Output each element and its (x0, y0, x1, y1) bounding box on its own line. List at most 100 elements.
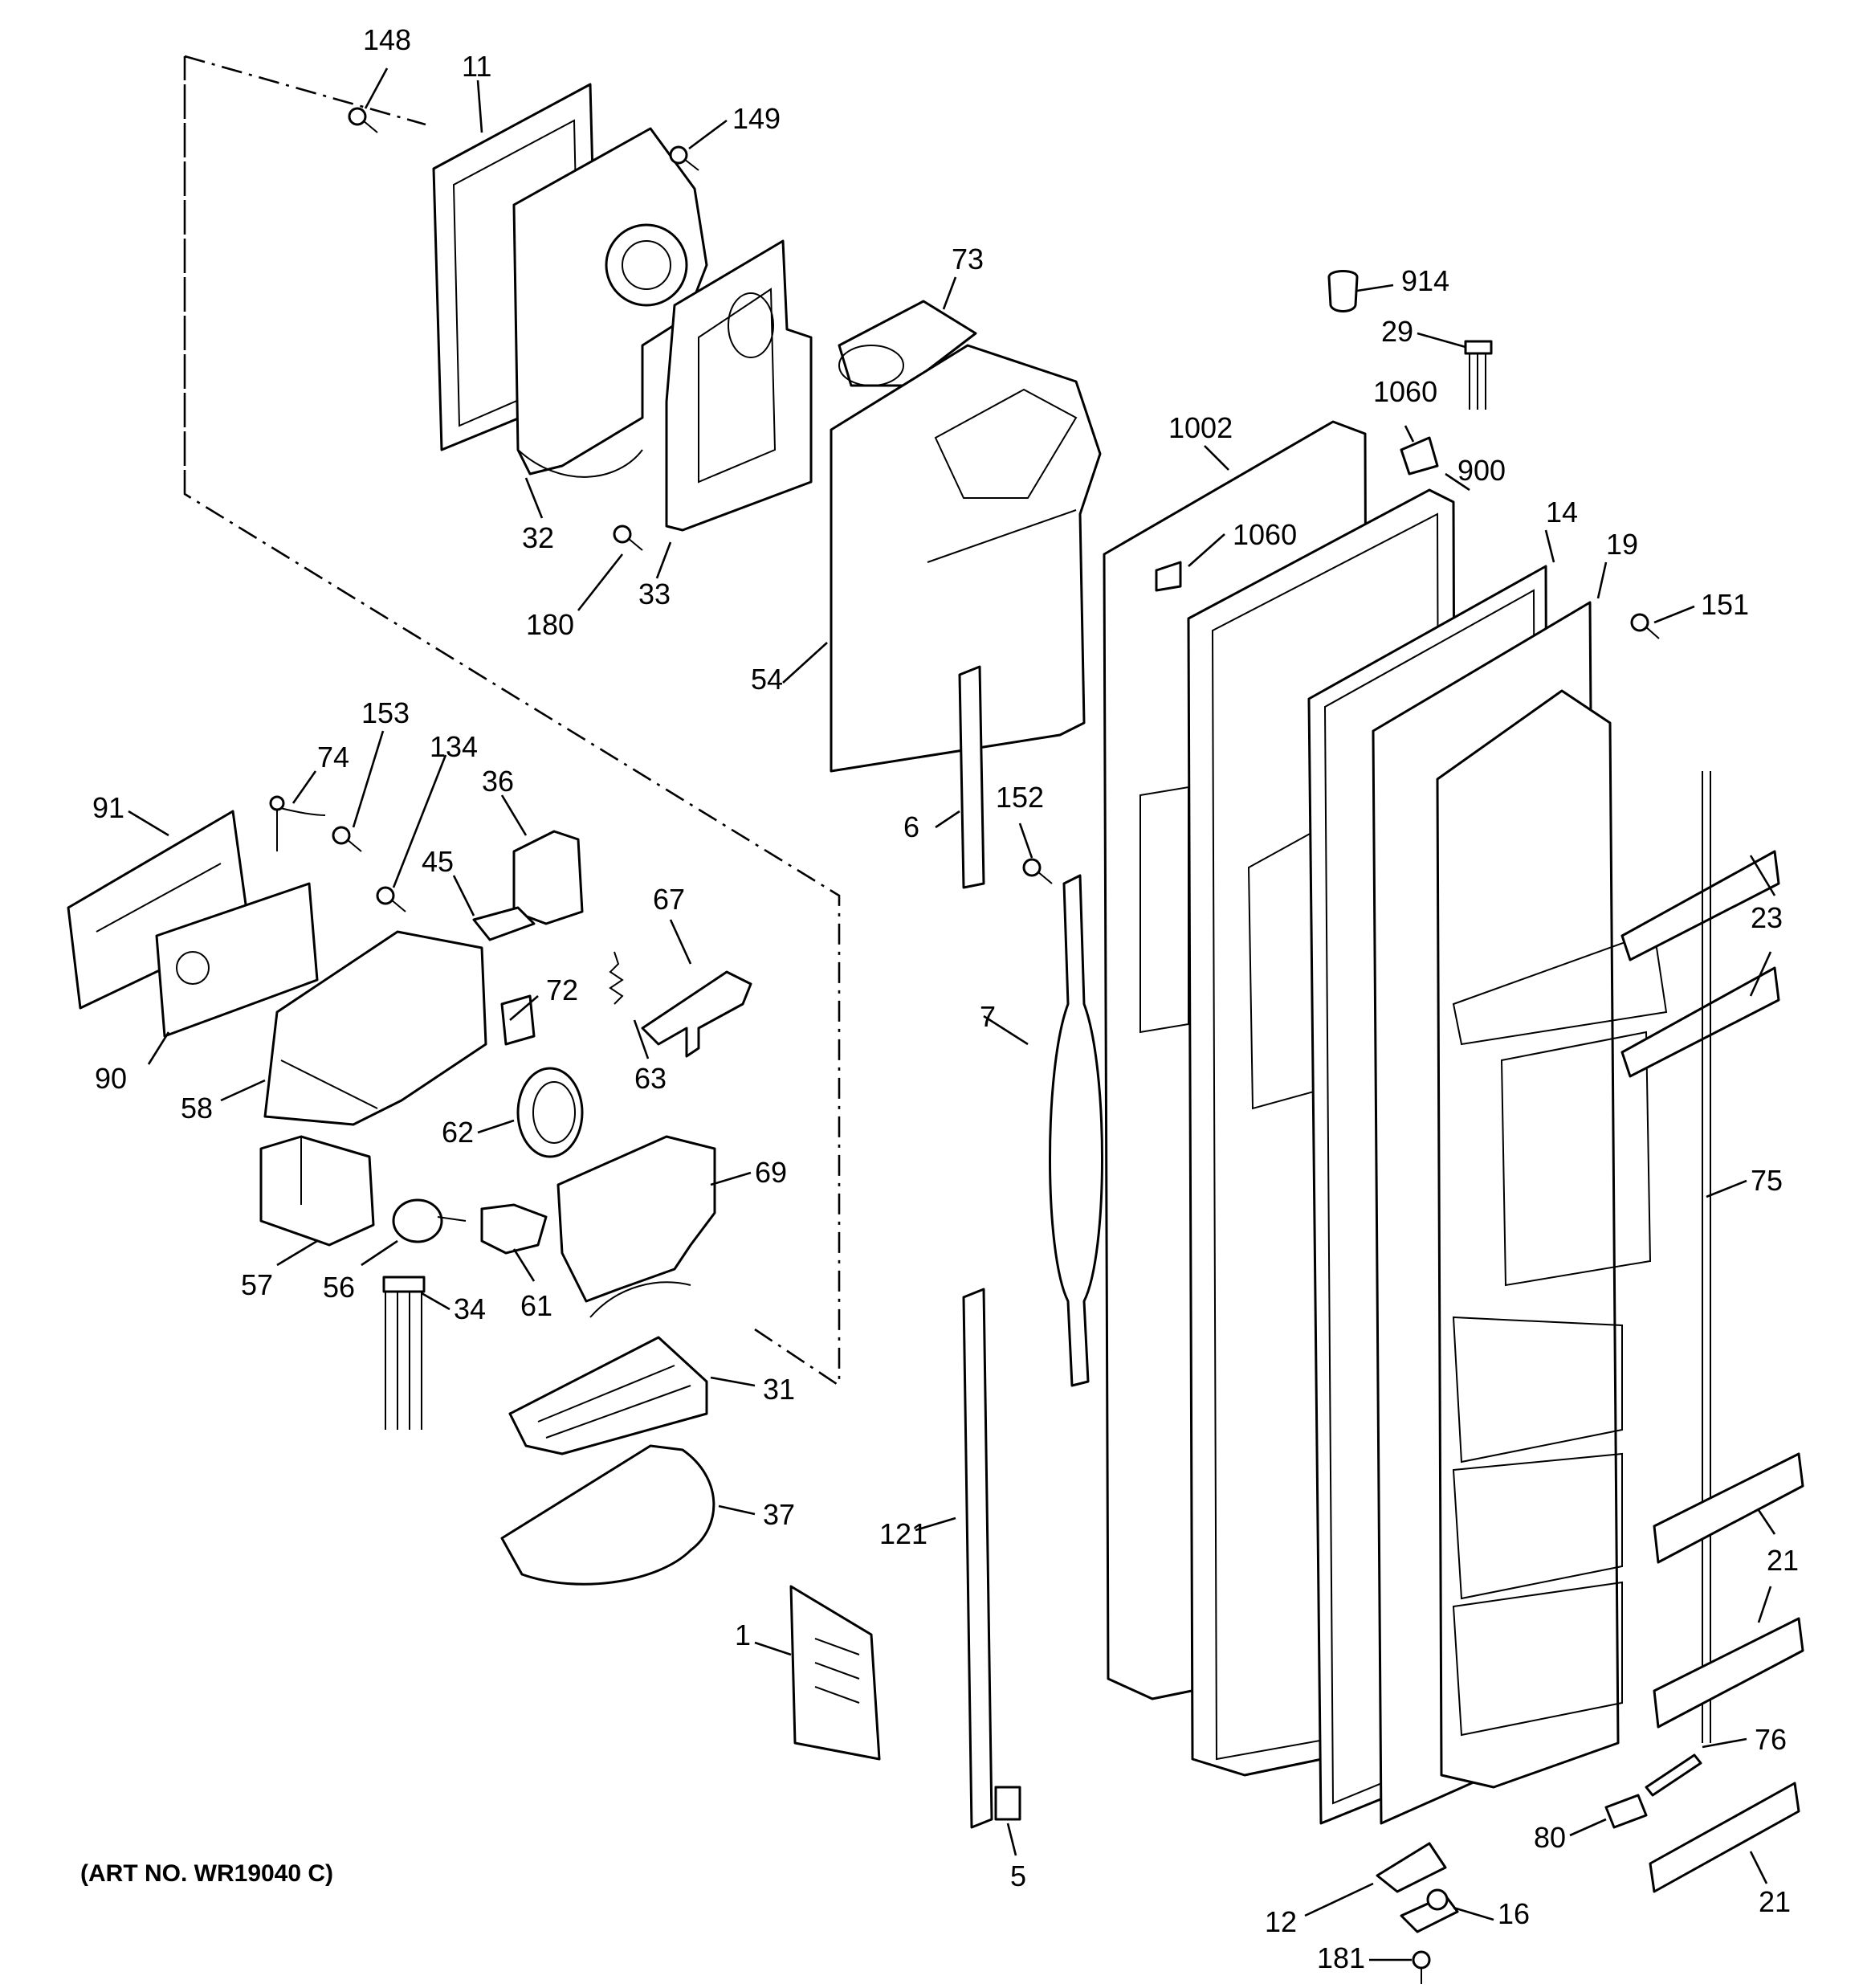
screw-181 (1412, 1950, 1431, 1984)
part-67-arm (641, 970, 752, 1058)
callout-63: 63 (634, 1062, 667, 1095)
part-69-funnel (556, 1135, 716, 1318)
part-34-harness (382, 1276, 426, 1430)
part-75-rod (1702, 771, 1711, 1743)
part-914-cap (1327, 270, 1359, 312)
callout-151: 151 (1701, 588, 1749, 621)
part-7-handle (1049, 874, 1103, 1387)
callout-62: 62 (442, 1116, 474, 1149)
part-56-bulb (392, 1198, 467, 1243)
part-5-clip (994, 1786, 1021, 1821)
screw-153 (332, 826, 362, 852)
callout-91: 91 (92, 791, 124, 824)
callout-57: 57 (241, 1268, 273, 1301)
part-57-box (259, 1135, 375, 1247)
dispenser-assembly-boundary (183, 55, 841, 1387)
callout-32: 32 (522, 521, 554, 554)
part-58-motor-housing (263, 930, 487, 1126)
part-6-trim (958, 665, 985, 889)
callout-181: 181 (1317, 1941, 1365, 1974)
part-1060-hinge-top (1400, 436, 1439, 476)
part-21-bin-a (1653, 1452, 1804, 1564)
part-90-board (155, 882, 319, 1038)
callout-1060-top: 1060 (1373, 375, 1437, 408)
callout-149: 149 (732, 102, 781, 135)
callout-19: 19 (1606, 528, 1638, 561)
callout-1: 1 (735, 1619, 751, 1651)
part-37-tray (500, 1444, 715, 1586)
part-23-shelf-bar-b (1620, 966, 1780, 1078)
part-29-harness (1464, 340, 1493, 410)
part-1060-block (1155, 561, 1182, 592)
leader-lines (128, 67, 1776, 1961)
callout-14: 14 (1546, 496, 1578, 529)
callout-900: 900 (1457, 454, 1506, 487)
callout-36: 36 (482, 765, 514, 798)
part-72-switch (500, 994, 536, 1046)
screw-152 (1022, 858, 1053, 884)
part-74-wire (269, 795, 326, 851)
callout-74: 74 (317, 741, 349, 774)
part-54-cover (830, 344, 1102, 773)
part-61-socket (480, 1203, 548, 1255)
part-32-housing (512, 127, 708, 478)
callout-134: 134 (430, 730, 478, 763)
art-number-caption: (ART NO. WR19040 C) (80, 1860, 333, 1887)
callout-148: 148 (363, 23, 411, 56)
part-33-gasket (665, 239, 813, 532)
screw-151 (1630, 613, 1660, 639)
part-21-bin-c (1649, 1782, 1800, 1893)
screw-134 (376, 886, 406, 912)
part-12-hinge-bottom (1376, 1842, 1447, 1893)
callout-90: 90 (95, 1062, 127, 1095)
callout-153: 153 (361, 696, 410, 729)
screw-149 (669, 145, 699, 171)
screw-180 (613, 525, 643, 551)
callout-152: 152 (996, 781, 1044, 814)
callout-21-lower: 21 (1759, 1885, 1791, 1918)
part-76-hose (1645, 1753, 1702, 1797)
callout-73: 73 (952, 243, 984, 276)
callout-80: 80 (1534, 1821, 1566, 1854)
screw-148 (348, 107, 378, 133)
callout-69: 69 (755, 1156, 787, 1189)
callout-7: 7 (980, 1000, 996, 1033)
part-1-manual (789, 1585, 881, 1761)
part-21-bin-b (1653, 1617, 1804, 1729)
part-62-ring (516, 1067, 584, 1158)
callout-67: 67 (653, 883, 685, 916)
callout-61: 61 (520, 1289, 552, 1322)
callout-34: 34 (454, 1292, 486, 1325)
callout-180: 180 (526, 608, 574, 641)
part-45-bracket (472, 906, 536, 941)
callout-72: 72 (546, 974, 578, 1006)
callout-58: 58 (181, 1092, 213, 1125)
part-63-spring (609, 951, 624, 1005)
part-73-chute (838, 300, 977, 387)
part-36-solenoid (512, 830, 584, 925)
callout-1002: 1002 (1168, 411, 1233, 444)
callout-37: 37 (763, 1498, 795, 1531)
part-121-trim (962, 1288, 993, 1829)
callout-33: 33 (638, 578, 671, 610)
callout-29: 29 (1381, 315, 1413, 348)
callout-5: 5 (1010, 1859, 1026, 1892)
callout-45: 45 (422, 845, 454, 878)
part-23-shelf-bar-a (1620, 850, 1780, 961)
callout-1060-mid: 1060 (1233, 518, 1297, 551)
callout-12: 12 (1265, 1905, 1297, 1938)
part-31-tray-grille (508, 1336, 708, 1455)
callout-11: 11 (462, 50, 491, 83)
callout-75: 75 (1751, 1164, 1783, 1197)
callout-54: 54 (751, 663, 783, 696)
part-80-fitting (1604, 1794, 1648, 1829)
part-16-bushing (1400, 1888, 1459, 1933)
callout-56: 56 (323, 1271, 355, 1304)
part-19-inner-door (1372, 601, 1668, 1825)
callout-labels: 148 11 149 73 914 29 1060 1002 900 1060 … (92, 23, 1799, 1974)
callout-121: 121 (879, 1517, 927, 1550)
callout-914: 914 (1401, 264, 1449, 297)
callout-31: 31 (763, 1373, 795, 1406)
callout-23: 23 (1751, 901, 1783, 934)
